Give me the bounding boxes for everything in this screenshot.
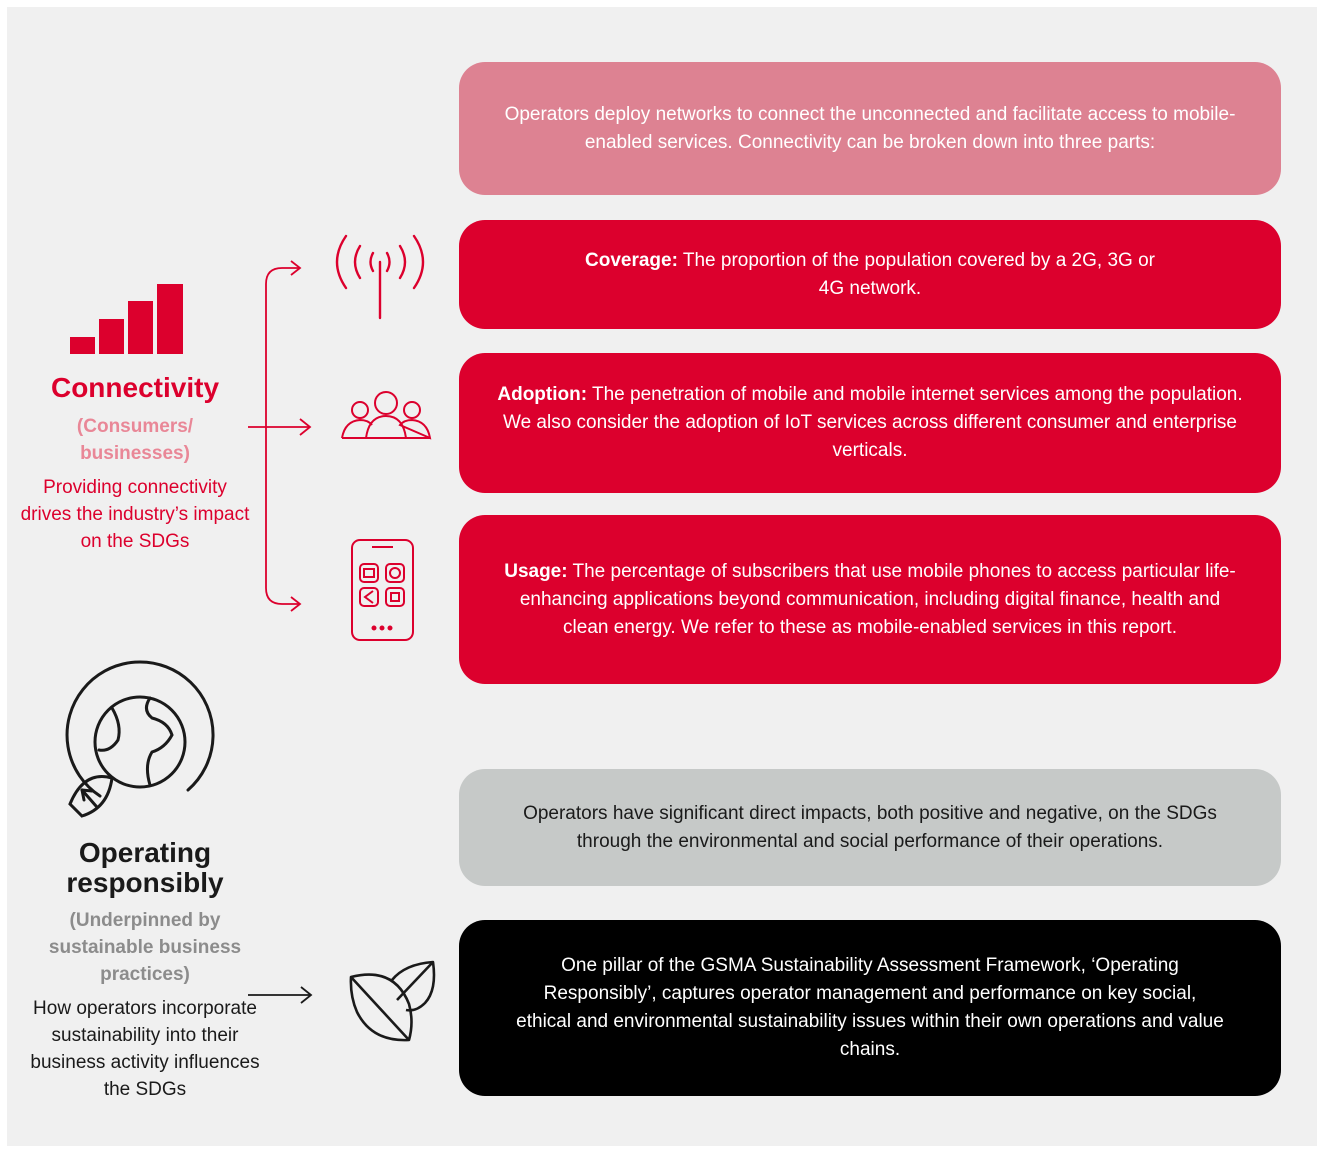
coverage-label: Coverage:: [585, 249, 678, 271]
usage-label: Usage:: [504, 560, 568, 582]
operating-description: How operators incorporate sustainability…: [30, 998, 260, 1100]
coverage-box: Coverage: The proportion of the populati…: [459, 220, 1281, 329]
pillar-text: One pillar of the GSMA Sustainability As…: [516, 955, 1224, 1060]
pillar-box: One pillar of the GSMA Sustainability As…: [459, 920, 1281, 1096]
operating-arrow: [248, 986, 313, 1004]
operating-subtitle: (Underpinned by sustainable business pra…: [48, 910, 242, 985]
connectivity-title: Connectivity: [50, 372, 220, 403]
signal-bars-icon: [70, 284, 183, 354]
adoption-content: Adoption: The penetration of mobile and …: [495, 381, 1245, 465]
adoption-label: Adoption:: [497, 384, 588, 405]
smartphone-apps-icon: [351, 539, 414, 641]
leaves-icon: [349, 960, 436, 1042]
usage-text: The percentage of subscribers that use m…: [519, 560, 1236, 638]
intro-box: Operators deploy networks to connect the…: [459, 62, 1281, 195]
usage-box: Usage: The percentage of subscribers tha…: [459, 515, 1281, 684]
adoption-text: The penetration of mobile and mobile int…: [502, 384, 1243, 461]
antenna-icon: [335, 234, 425, 320]
connectivity-bracket: [248, 260, 312, 612]
coverage-text: The proportion of the population covered…: [677, 249, 1155, 299]
globe-leaf-icon: [65, 660, 215, 818]
adoption-box: Adoption: The penetration of mobile and …: [459, 353, 1281, 493]
operations-impact-box: Operators have significant direct impact…: [459, 769, 1281, 886]
connectivity-description: Providing connectivity drives the indust…: [20, 477, 250, 552]
people-icon: [341, 391, 432, 440]
operating-title: Operating responsibly: [66, 837, 224, 898]
operations-impact-text: Operators have significant direct impact…: [523, 802, 1217, 852]
intro-text: Operators deploy networks to connect the…: [504, 103, 1236, 153]
connectivity-subtitle: (Consumers/ businesses): [76, 416, 194, 464]
usage-content: Usage: The percentage of subscribers tha…: [495, 558, 1245, 642]
coverage-content: Coverage: The proportion of the populati…: [495, 247, 1245, 303]
